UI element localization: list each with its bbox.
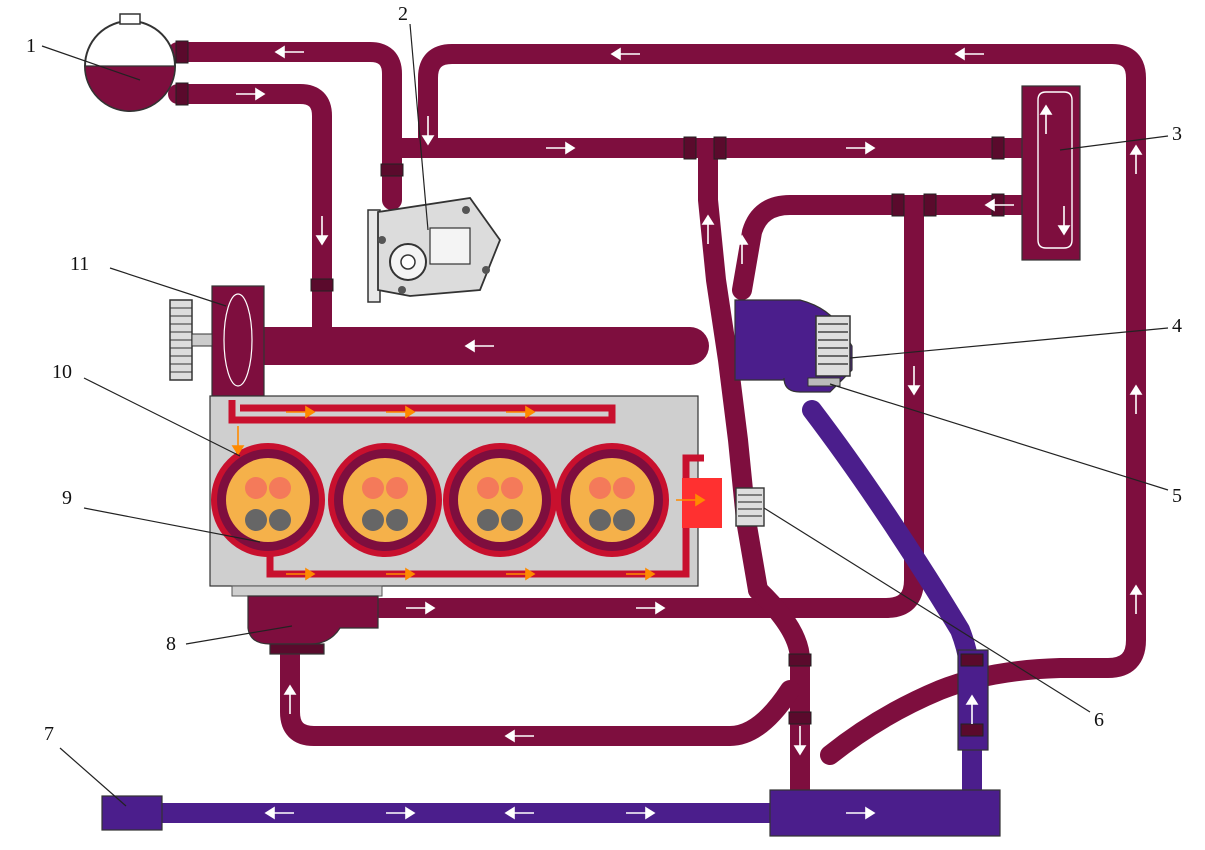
flow-arrow — [1129, 384, 1143, 414]
flow-arrow — [846, 806, 876, 820]
thermostat-icon — [734, 299, 853, 393]
radiator-left — [101, 795, 163, 831]
heater-core-body — [1021, 85, 1081, 261]
flow-arrow — [421, 116, 435, 146]
flow-arrow — [610, 47, 640, 61]
pipe-coupling-5 — [683, 136, 697, 160]
flow-arrow — [286, 567, 316, 581]
flow-arrows — [231, 45, 1143, 820]
flow-arrow — [506, 405, 536, 419]
engine-block — [209, 395, 722, 587]
flow-arrow — [984, 198, 1014, 212]
flow-arrow — [965, 694, 979, 724]
oil-cooler-base — [269, 643, 325, 655]
pipe-coupling-13 — [960, 653, 984, 667]
flow-arrow — [735, 234, 749, 264]
expansion-tank-icon — [84, 13, 176, 112]
hot-outlet-chamber — [682, 478, 722, 528]
heater-core-icon — [1021, 85, 1081, 261]
callout-8: 8 — [166, 633, 176, 655]
cylinder-3 — [443, 443, 557, 557]
pipe-oil-loop — [280, 640, 800, 746]
flow-arrow — [701, 214, 715, 244]
flow-arrow — [231, 426, 245, 456]
callout-2: 2 — [398, 3, 408, 25]
pipe-vertical-right — [370, 195, 924, 618]
flow-arrow — [1129, 584, 1143, 614]
callout-6: 6 — [1094, 709, 1104, 731]
pump-housing — [211, 285, 265, 397]
flow-arrow — [846, 141, 876, 155]
pipe-top-return — [418, 44, 1146, 765]
water-pump-icon — [211, 285, 265, 397]
flow-arrow — [286, 405, 316, 419]
pipe-coupling-8 — [891, 193, 905, 217]
radiator-icon — [101, 649, 1001, 837]
lower-jacket-channel — [266, 454, 704, 578]
callout-5: 5 — [1172, 485, 1182, 507]
callout-labels: 1 2 3 4 5 6 7 8 9 10 11 — [26, 3, 1182, 807]
pipe-heater-return — [732, 195, 1040, 300]
flow-arrow — [504, 806, 534, 820]
pipe-coupling-14 — [960, 723, 984, 737]
flow-arrow — [1039, 104, 1053, 134]
pipe-coupling-4 — [310, 278, 334, 292]
callout-4: 4 — [1172, 315, 1182, 337]
flow-arrow — [546, 141, 576, 155]
callout-9: 9 — [62, 487, 72, 509]
tank-fluid — [84, 65, 176, 112]
pipe-coupling-9 — [923, 193, 937, 217]
pipe-tank-upper — [168, 42, 402, 210]
flow-arrow — [1129, 144, 1143, 174]
flow-arrow — [406, 601, 436, 615]
flow-arrow — [315, 216, 329, 246]
flow-arrow — [386, 405, 416, 419]
callout-7: 7 — [44, 723, 54, 745]
flow-arrow — [386, 567, 416, 581]
flow-arrow — [464, 339, 494, 353]
cylinder-4 — [555, 443, 669, 557]
flow-arrow — [283, 684, 297, 714]
pipe-coupling-7 — [991, 136, 1005, 160]
flow-arrow — [274, 45, 304, 59]
flow-arrow — [626, 567, 656, 581]
upper-jacket-channel — [228, 400, 616, 424]
flow-arrow — [626, 806, 656, 820]
flow-arrow — [236, 87, 266, 101]
pipe-coupling-11 — [788, 653, 812, 667]
pipe-coupling-2 — [175, 82, 189, 106]
hot-coolant-pipes — [168, 42, 1146, 810]
cylinder-group — [211, 443, 669, 557]
pipe-coupling-1 — [175, 40, 189, 64]
pulley-icon — [169, 299, 213, 381]
flow-arrow — [1057, 206, 1071, 236]
callout-3: 3 — [1172, 123, 1182, 145]
flow-arrow — [386, 806, 416, 820]
pipe-coupling-3 — [380, 163, 404, 177]
callout-11: 11 — [70, 253, 89, 275]
pipe-tank-lower — [168, 84, 332, 340]
flow-arrow — [504, 729, 534, 743]
flow-arrow — [636, 601, 666, 615]
flow-arrow — [907, 366, 921, 396]
pipe-coupling-12 — [788, 711, 812, 725]
oil-cooler-icon — [231, 585, 383, 655]
thermostat-lower-icon — [735, 487, 765, 527]
cylinder-1 — [211, 443, 325, 557]
flow-arrow — [676, 493, 706, 507]
pipe-couplings — [175, 40, 1005, 737]
callout-1: 1 — [26, 35, 36, 57]
flow-arrow — [264, 806, 294, 820]
radiator-tank — [769, 789, 1001, 837]
throttle-body-icon — [367, 197, 502, 303]
flow-arrow — [954, 47, 984, 61]
pipe-coupling-6 — [713, 136, 727, 160]
oil-cooler-body — [247, 595, 379, 645]
cylinder-2 — [328, 443, 442, 557]
flow-arrow — [506, 567, 536, 581]
flow-arrow — [793, 726, 807, 756]
callout-10: 10 — [52, 361, 72, 383]
